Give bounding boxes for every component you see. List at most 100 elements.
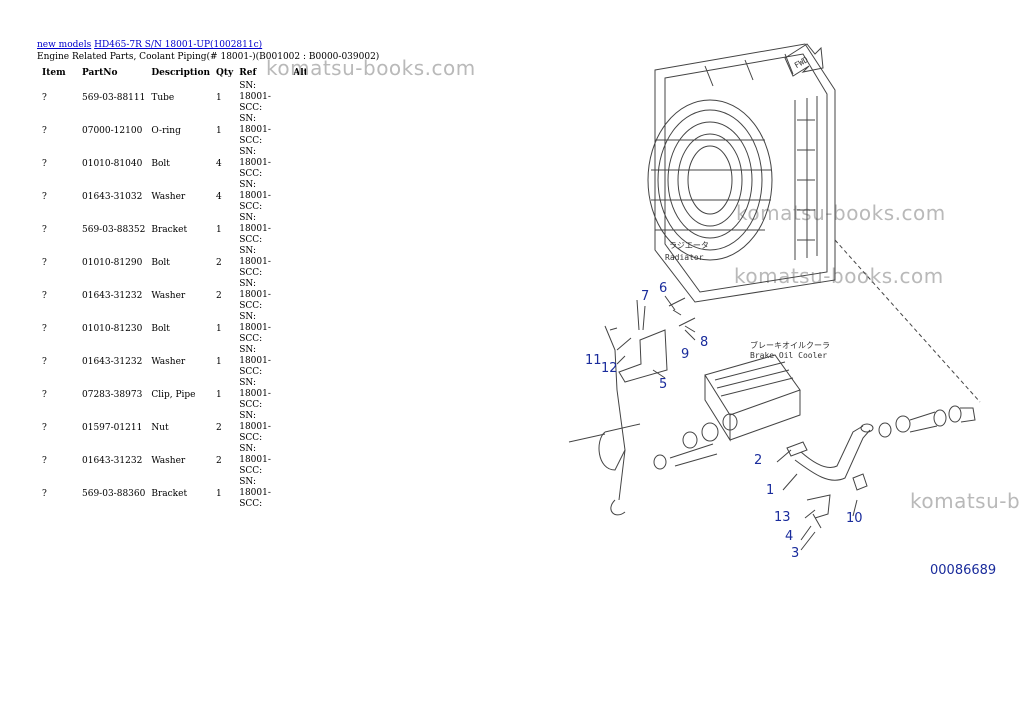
table-row: ? 01643-31232 Washer 1 SN: 18001-SCC:: [37, 345, 311, 378]
table-row: ? 01643-31032 Washer 4 SN: 18001-SCC:: [37, 180, 311, 213]
cell-alt: [290, 213, 311, 246]
cell-ref: SN: 18001-SCC:: [239, 213, 271, 245]
cell-qty: 2: [216, 257, 222, 268]
watermark: komatsu-books.com: [734, 264, 944, 288]
table-header-row: Item PartNo Description Qty Ref Alt: [37, 64, 311, 81]
cell-partno: 07000-12100: [82, 125, 143, 136]
cooler-label: Brake Oil Cooler: [750, 351, 827, 360]
header-ref: Ref: [239, 68, 257, 78]
table-row: ? 01597-01211 Nut 2 SN: 18001-SCC:: [37, 411, 311, 444]
cell-qty: 1: [216, 323, 222, 334]
cell-description: O-ring: [151, 125, 181, 136]
cell-description: Bolt: [151, 158, 170, 169]
cell-alt: [290, 378, 311, 411]
page-subtitle: Engine Related Parts, Coolant Piping(# 1…: [37, 52, 380, 62]
callout-12: 12: [601, 361, 618, 376]
cell-qty: 4: [216, 158, 222, 169]
callout-6: 6: [659, 281, 667, 296]
breadcrumb-link-model[interactable]: HD465-7R S/N 18001-UP(1002811c): [94, 40, 263, 50]
cell-ref: SN: 18001-SCC:: [239, 411, 271, 443]
cell-partno: 01010-81040: [82, 158, 143, 169]
parts-table: Item PartNo Description Qty Ref Alt ?569…: [37, 64, 311, 510]
cell-description: Washer: [151, 191, 186, 202]
header-qty: Qty: [216, 68, 234, 78]
cell-partno: 01010-81230: [82, 323, 143, 334]
cell-alt: [290, 411, 311, 444]
cell-partno: 01597-01211: [82, 422, 143, 433]
callout-2: 2: [754, 453, 762, 468]
cell-qty: 2: [216, 455, 222, 466]
cell-partno: 01643-31032: [82, 191, 143, 202]
cell-alt: [290, 279, 311, 312]
cell-item: ?: [42, 356, 47, 367]
callout-9: 9: [681, 347, 689, 362]
callout-3: 3: [791, 546, 799, 561]
cell-description: Washer: [151, 455, 186, 466]
table-row: ? 01010-81230 Bolt 1 SN: 18001-SCC:: [37, 312, 311, 345]
cell-qty: 1: [216, 389, 222, 400]
cell-item: ?: [42, 488, 47, 499]
cell-ref: SN: 18001-SCC:: [239, 180, 271, 212]
cell-description: Nut: [151, 422, 169, 433]
cell-alt: [290, 444, 311, 477]
cell-item: ?: [42, 92, 47, 103]
cell-alt: [290, 345, 311, 378]
cell-alt: [290, 114, 311, 147]
callout-4: 4: [785, 529, 793, 544]
callout-7: 7: [641, 289, 649, 304]
cell-ref: SN: 18001-SCC:: [239, 147, 271, 179]
cell-partno: 01643-31232: [82, 455, 143, 466]
cell-description: Bracket: [151, 224, 188, 235]
header-alt: Alt: [293, 68, 308, 78]
table-row: ? 01010-81040 Bolt 4 SN: 18001-SCC:: [37, 147, 311, 180]
header-description: Description: [151, 68, 210, 78]
header-partno: PartNo: [82, 68, 118, 78]
callout-13: 13: [774, 510, 791, 525]
cell-item: ?: [42, 389, 47, 400]
cell-item: ?: [42, 455, 47, 466]
cell-ref: SN: 18001-SCC:: [239, 378, 271, 410]
cell-qty: 2: [216, 422, 222, 433]
cell-item: ?: [42, 125, 47, 136]
header-item: Item: [42, 68, 66, 78]
cell-partno: 569-03-88360: [82, 488, 146, 499]
cell-qty: 4: [216, 191, 222, 202]
radiator-label: Radiator: [665, 253, 704, 262]
watermark: komatsu-books.com: [266, 56, 476, 80]
cell-ref: SN: 18001-SCC:: [239, 81, 271, 113]
cell-alt: [290, 81, 311, 114]
cell-item: ?: [42, 158, 47, 169]
cell-item: ?: [42, 422, 47, 433]
cell-partno: 01010-81290: [82, 257, 143, 268]
cell-item: ?: [42, 191, 47, 202]
cell-qty: 1: [216, 488, 222, 499]
cell-description: Washer: [151, 290, 186, 301]
cell-item: ?: [42, 224, 47, 235]
cell-qty: 1: [216, 356, 222, 367]
cell-qty: 1: [216, 92, 222, 103]
cell-description: Bolt: [151, 323, 170, 334]
cell-ref: SN: 18001-SCC:: [239, 477, 271, 509]
cell-partno: 07283-38973: [82, 389, 143, 400]
cell-description: Washer: [151, 356, 186, 367]
cell-ref: SN: 18001-SCC:: [239, 345, 271, 377]
cell-alt: [290, 180, 311, 213]
cell-ref: SN: 18001-SCC:: [239, 114, 271, 146]
parts-diagram: ラジエータ Radiator ブレーキオイルクーラ Brake Oil Cool…: [545, 30, 1024, 590]
callout-8: 8: [700, 335, 708, 350]
cell-ref: SN: 18001-SCC:: [239, 312, 271, 344]
breadcrumb-link-new-models[interactable]: new models: [37, 40, 92, 50]
cell-description: Bolt: [151, 257, 170, 268]
cell-ref: SN: 18001-SCC:: [239, 246, 271, 278]
callout-11: 11: [585, 353, 602, 368]
cell-item: ?: [42, 323, 47, 334]
cell-qty: 2: [216, 290, 222, 301]
cell-partno: 01643-31232: [82, 356, 143, 367]
